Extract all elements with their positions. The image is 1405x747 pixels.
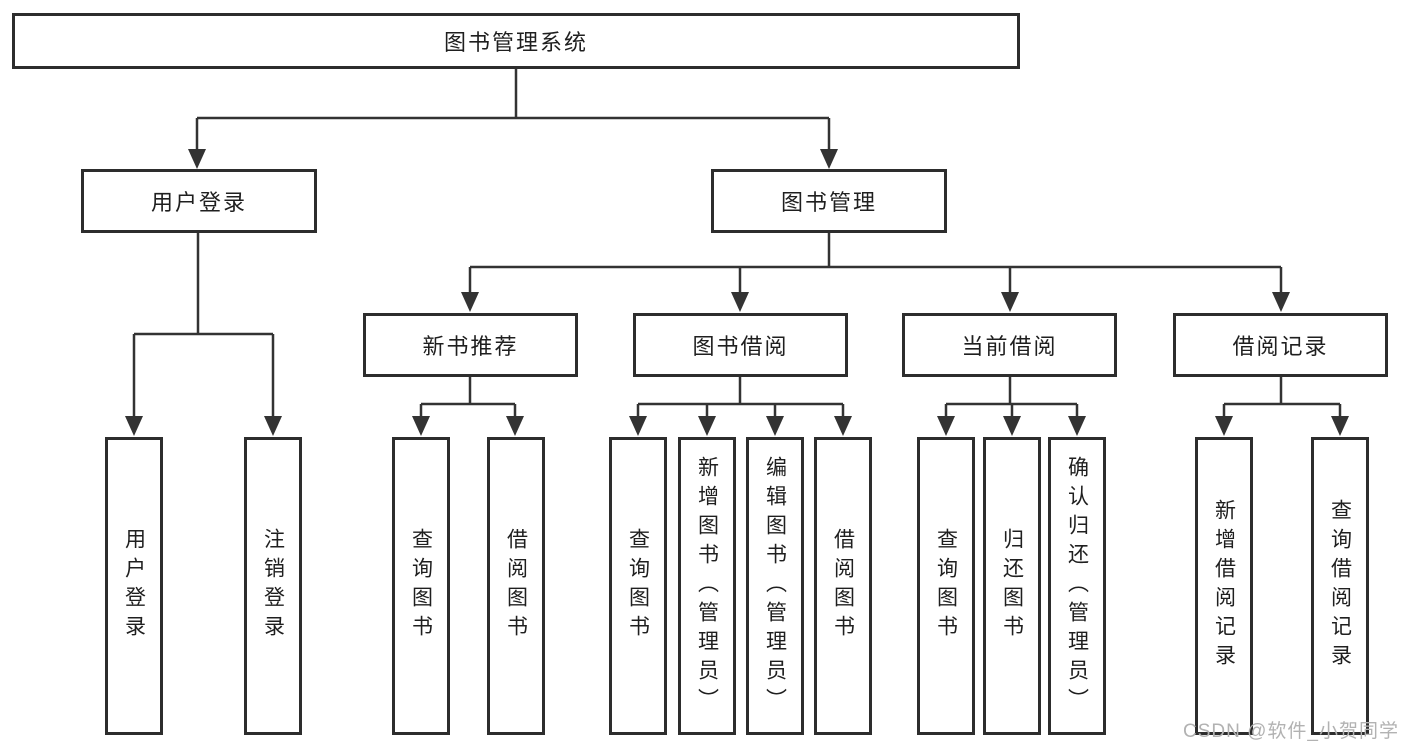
node-library-system: 图书管理系统 bbox=[12, 13, 1020, 69]
node-user-login-leaf: 用户登录 bbox=[105, 437, 163, 735]
node-label: 借阅图书 bbox=[504, 528, 528, 644]
node-query-book-borrow: 查询图书 bbox=[609, 437, 667, 735]
node-label: 查询图书 bbox=[934, 528, 958, 644]
node-label: 图书管理系统 bbox=[443, 30, 588, 55]
node-label: 归还图书 bbox=[1000, 528, 1024, 644]
node-label: 借阅图书 bbox=[831, 528, 855, 644]
node-label: 图书管理 bbox=[780, 190, 877, 215]
node-book-management: 图书管理 bbox=[711, 169, 947, 233]
node-label: 编辑图书（管理员） bbox=[763, 455, 787, 717]
node-label: 确认归还（管理员） bbox=[1065, 455, 1089, 717]
node-label: 用户登录 bbox=[150, 190, 247, 215]
node-query-book-recommend: 查询图书 bbox=[392, 437, 450, 735]
csdn-watermark: CSDN @软件_小贺同学 bbox=[1183, 721, 1399, 742]
node-add-borrow-record: 新增借阅记录 bbox=[1195, 437, 1253, 735]
node-label: 注销登录 bbox=[261, 528, 285, 644]
node-label: 新增图书（管理员） bbox=[695, 455, 719, 717]
node-label: 图书借阅 bbox=[692, 334, 789, 359]
node-edit-book-admin: 编辑图书（管理员） bbox=[746, 437, 804, 735]
node-return-book: 归还图书 bbox=[983, 437, 1041, 735]
node-label: 查询借阅记录 bbox=[1328, 499, 1352, 673]
node-label: 借阅记录 bbox=[1232, 334, 1329, 359]
arrowheads bbox=[125, 149, 1349, 436]
node-query-borrow-record: 查询借阅记录 bbox=[1311, 437, 1369, 735]
node-label: 查询图书 bbox=[409, 528, 433, 644]
node-user-login: 用户登录 bbox=[81, 169, 317, 233]
node-current-borrow: 当前借阅 bbox=[902, 313, 1117, 377]
node-label: 新增借阅记录 bbox=[1212, 499, 1236, 673]
node-borrow-book-leaf: 借阅图书 bbox=[814, 437, 872, 735]
node-book-borrow: 图书借阅 bbox=[633, 313, 848, 377]
node-label: 用户登录 bbox=[122, 528, 146, 644]
node-query-book-current: 查询图书 bbox=[917, 437, 975, 735]
node-confirm-return-admin: 确认归还（管理员） bbox=[1048, 437, 1106, 735]
node-logout: 注销登录 bbox=[244, 437, 302, 735]
node-label: 当前借阅 bbox=[961, 334, 1058, 359]
node-new-book-recommend: 新书推荐 bbox=[363, 313, 578, 377]
node-label: 新书推荐 bbox=[422, 334, 519, 359]
node-label: 查询图书 bbox=[626, 528, 650, 644]
node-borrow-book-recommend: 借阅图书 bbox=[487, 437, 545, 735]
node-add-book-admin: 新增图书（管理员） bbox=[678, 437, 736, 735]
node-borrow-record: 借阅记录 bbox=[1173, 313, 1388, 377]
